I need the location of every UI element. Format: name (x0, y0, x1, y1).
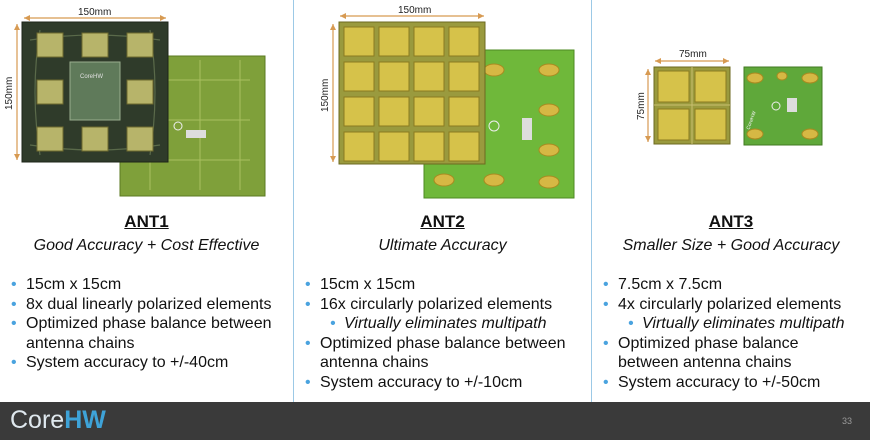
list-item: Optimized phase balance between (304, 334, 566, 354)
ant3-board-photo: CoreHW 75mm 75mm (636, 49, 823, 146)
list-item: Virtually eliminates multipath (304, 314, 566, 334)
ant1-title: ANT1 (124, 212, 169, 231)
list-item: between antenna chains (618, 354, 792, 371)
ant2-dim-vertical: 150mm (320, 79, 331, 112)
ant1-board-photo: CoreHW 150mm 150mm (4, 7, 266, 197)
list-item: Virtually eliminates multipath (602, 314, 844, 334)
list-item: antenna chains (320, 354, 429, 371)
list-item: antenna chains (26, 334, 135, 352)
ant1-subtitle: Good Accuracy + Cost Effective (33, 237, 260, 254)
antenna-column-ant2: 150mm 150mm ANT2 Ultimate Accuracy 15cm … (294, 0, 591, 402)
list-item: 15cm x 15cm (304, 275, 566, 295)
corehw-logo: CoreHW (10, 406, 106, 435)
ant2-subtitle: Ultimate Accuracy (378, 237, 507, 254)
list-item: System accuracy to +/-10cm (304, 373, 566, 393)
ant1-dim-horizontal: 150mm (78, 7, 111, 18)
ant3-title: ANT3 (708, 212, 754, 231)
logo-core-text: Core (10, 406, 65, 434)
ant1-board-label: CoreHW (80, 74, 103, 80)
list-item: 8x dual linearly polarized elements (10, 295, 272, 315)
logo-hw-text: HW (64, 406, 106, 434)
ant2-title: ANT2 (420, 212, 465, 231)
list-item: Optimized phase balance between (10, 314, 272, 334)
column-divider (591, 0, 592, 402)
ant1-feature-list: 15cm x 15cm 8x dual linearly polarized e… (10, 275, 272, 373)
ant3-dim-horizontal: 75mm (679, 49, 707, 60)
antenna-column-ant1: CoreHW 150mm 150mm ANT1 Good Accuracy + … (0, 0, 293, 402)
page-number: 33 (841, 416, 852, 426)
list-item: 16x circularly polarized elements (304, 295, 566, 315)
ant1-dim-vertical: 150mm (4, 77, 15, 110)
list-item: 7.5cm x 7.5cm (602, 275, 844, 295)
list-item: System accuracy to +/-50cm (602, 373, 844, 393)
ant3-dim-vertical: 75mm (636, 92, 647, 120)
list-item: Optimized phase balance (602, 334, 844, 354)
list-item: 4x circularly polarized elements (602, 295, 844, 315)
list-item: 15cm x 15cm (10, 275, 272, 295)
ant2-board-photo: 150mm 150mm (320, 5, 575, 199)
ant2-feature-list: 15cm x 15cm 16x circularly polarized ele… (304, 275, 566, 392)
antenna-column-ant3: CoreHW 75mm 75mm ANT3 Smaller Size + Goo… (592, 0, 870, 402)
list-item: System accuracy to +/-40cm (10, 353, 272, 373)
ant3-subtitle: Smaller Size + Good Accuracy (622, 237, 840, 254)
ant2-dim-horizontal: 150mm (398, 5, 431, 16)
slide-footer: CoreHW 33 (0, 402, 870, 440)
column-divider (293, 0, 294, 402)
ant3-feature-list: 7.5cm x 7.5cm 4x circularly polarized el… (602, 275, 844, 392)
